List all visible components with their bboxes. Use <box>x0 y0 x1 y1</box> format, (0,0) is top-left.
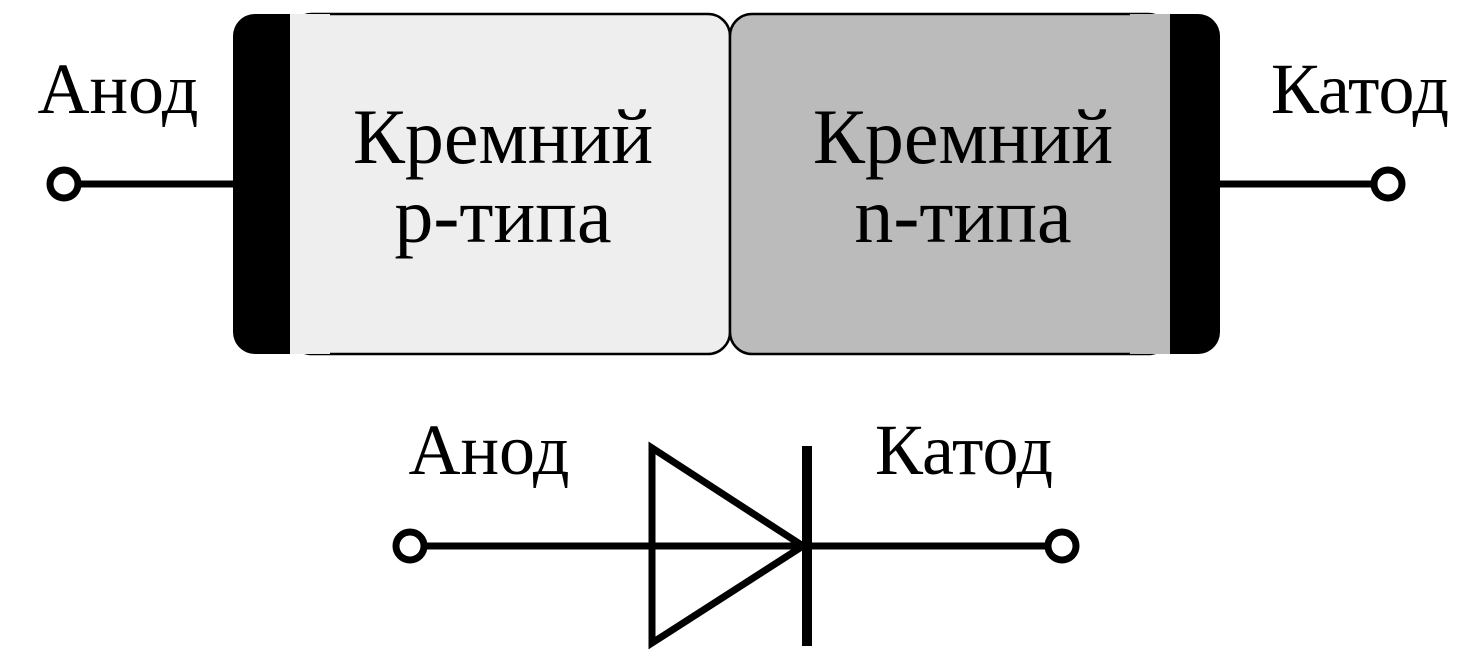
diode-triangle <box>648 441 810 650</box>
structure-cathode-label: Катод <box>1271 49 1449 129</box>
p-type-region-left-fill <box>290 14 330 354</box>
cathode-terminal <box>1370 166 1406 202</box>
symbol-cathode-terminal <box>1044 528 1080 564</box>
symbol-anode-terminal <box>392 528 428 564</box>
structure-anode-label: Анод <box>37 49 198 129</box>
n-region-label-line1: Кремний <box>813 93 1113 180</box>
diode-symbol: Анод Катод <box>392 410 1080 650</box>
symbol-anode-label: Анод <box>408 410 569 490</box>
symbol-cathode-label: Катод <box>875 410 1053 490</box>
diode-structure: Кремний p-типа Кремний n-типа Анод Катод <box>37 12 1449 356</box>
n-region-label-line2: n-типа <box>854 172 1071 259</box>
n-type-region-right-fill <box>1130 14 1170 354</box>
anode-terminal <box>46 166 82 202</box>
p-region-label-line1: Кремний <box>353 93 653 180</box>
p-region-label-line2: p-типа <box>394 172 611 259</box>
